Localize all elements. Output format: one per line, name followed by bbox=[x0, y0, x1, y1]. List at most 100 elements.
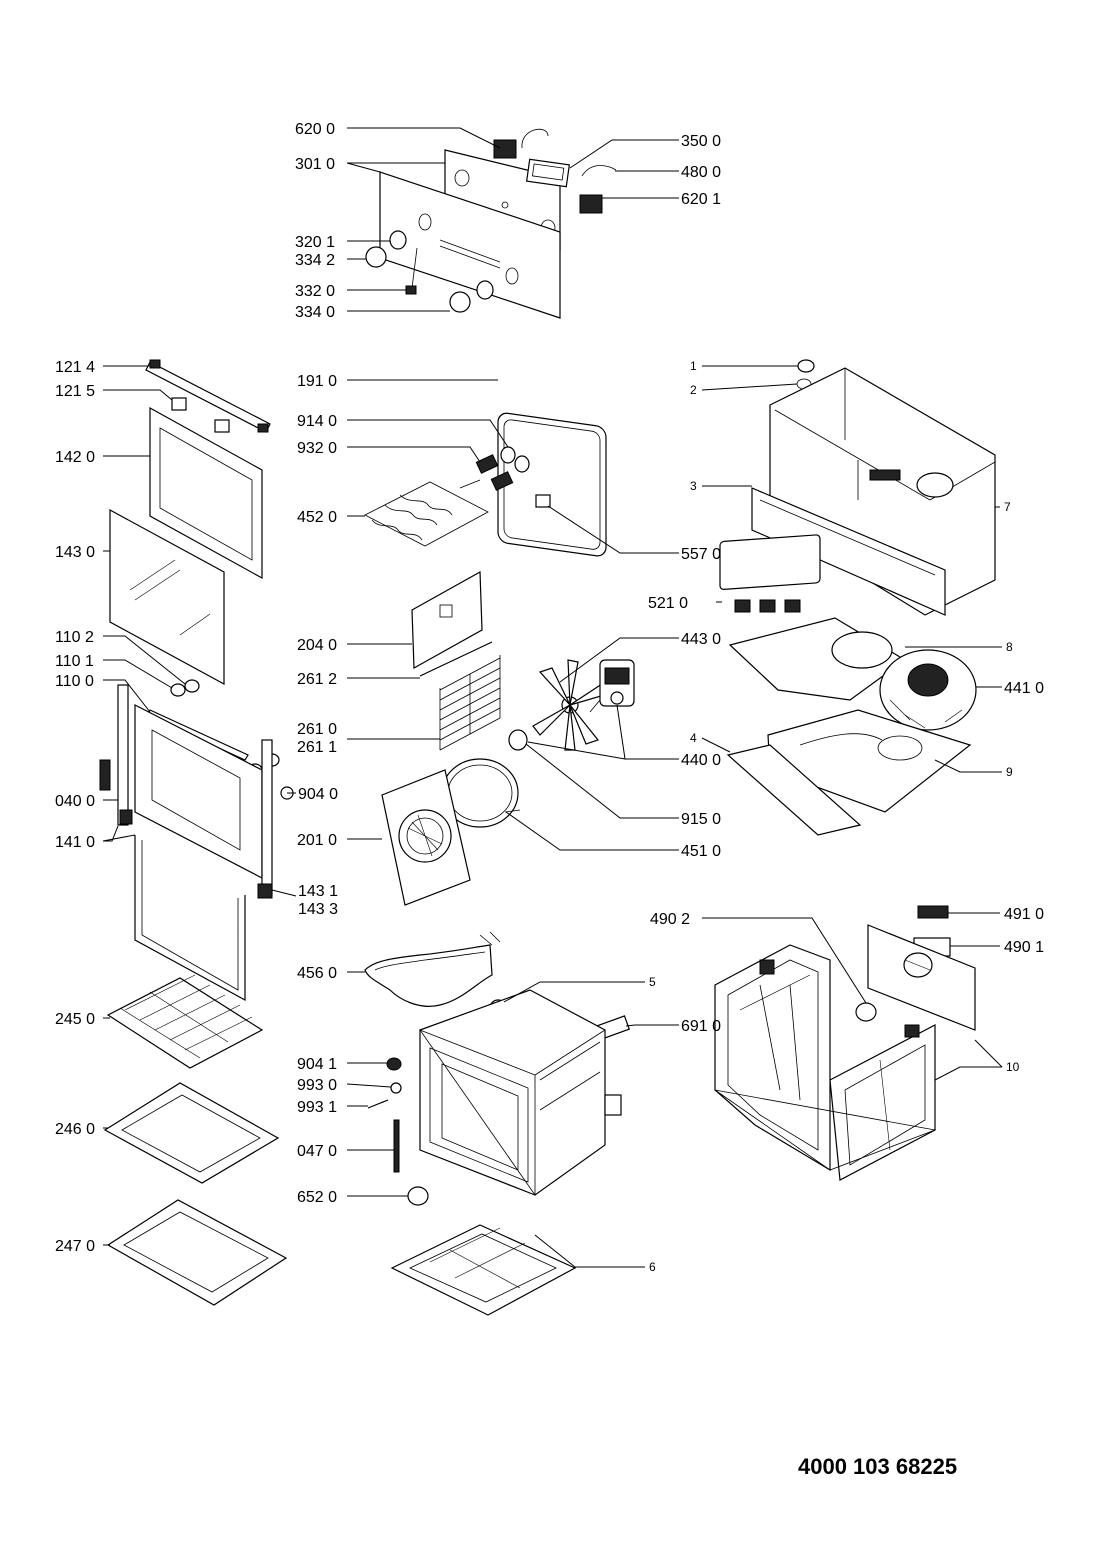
label-6: 6 bbox=[649, 1260, 656, 1274]
spring-932 bbox=[475, 454, 499, 474]
door-glass-middle bbox=[109, 508, 225, 686]
leader-lines bbox=[102, 127, 1003, 1268]
label-914-0: 914 0 bbox=[297, 413, 337, 430]
label-334-2: 334 2 bbox=[295, 252, 335, 269]
label-245-0: 245 0 bbox=[55, 1011, 95, 1028]
label-440-0: 440 0 bbox=[681, 752, 721, 769]
label-334-0: 334 0 bbox=[295, 304, 335, 321]
label-993-1: 993 1 bbox=[297, 1099, 337, 1116]
screw-993-1 bbox=[367, 1099, 389, 1109]
door-seal bbox=[134, 835, 246, 1002]
knob-320-1 bbox=[389, 230, 407, 250]
deep-tray bbox=[106, 1199, 288, 1306]
lower-heating-element bbox=[364, 944, 493, 1007]
oven-cavity bbox=[418, 989, 622, 1197]
baking-tray bbox=[103, 1082, 280, 1184]
control-board-521 bbox=[719, 534, 821, 590]
label-261-1: 261 1 bbox=[297, 739, 337, 756]
cavity-gasket bbox=[497, 412, 607, 557]
terminal-490-2 bbox=[855, 1002, 877, 1022]
label-480-0: 480 0 bbox=[681, 164, 721, 181]
label-332-0: 332 0 bbox=[295, 283, 335, 300]
hinge-right bbox=[261, 739, 273, 896]
fuse-652 bbox=[407, 1186, 429, 1206]
cavity-parts-group bbox=[364, 412, 635, 1316]
label-443-0: 443 0 bbox=[681, 631, 721, 648]
label-456-0: 456 0 bbox=[297, 965, 337, 982]
label-261-2: 261 2 bbox=[297, 671, 337, 688]
label-047-0: 047 0 bbox=[297, 1143, 337, 1160]
bumper-110-2 bbox=[184, 679, 200, 693]
label-993-0: 993 0 bbox=[297, 1077, 337, 1094]
label-191-0: 191 0 bbox=[297, 373, 337, 390]
label-904-1: 904 1 bbox=[297, 1056, 337, 1073]
selector-switch-left bbox=[493, 139, 517, 159]
label-121-4: 121 4 bbox=[55, 359, 95, 376]
label-121-5: 121 5 bbox=[55, 383, 95, 400]
label-441-0: 441 0 bbox=[1004, 680, 1044, 697]
document-number: 4000 103 68225 bbox=[798, 1454, 957, 1479]
label-350-0: 350 0 bbox=[681, 133, 721, 150]
label-143-1: 143 1 bbox=[298, 883, 338, 900]
grommet-1 bbox=[797, 359, 815, 373]
shelf-runners bbox=[439, 655, 501, 751]
label-521-0: 521 0 bbox=[648, 595, 688, 612]
label-620-0: 620 0 bbox=[295, 121, 335, 138]
screw-904-1 bbox=[386, 1057, 402, 1071]
oven-base bbox=[390, 1224, 577, 1316]
door-clip-left bbox=[171, 397, 187, 411]
label-110-0: 110 0 bbox=[55, 673, 94, 690]
label-201-0: 201 0 bbox=[297, 832, 337, 849]
label-10: 10 bbox=[1006, 1060, 1020, 1074]
label-904-0: 904 0 bbox=[298, 786, 338, 803]
door-clip-right bbox=[214, 419, 230, 433]
housing-group bbox=[714, 359, 996, 1181]
label-932-0: 932 0 bbox=[297, 440, 337, 457]
door-glass-inner bbox=[149, 406, 263, 580]
label-143-3: 143 3 bbox=[298, 901, 338, 918]
label-040-0: 040 0 bbox=[55, 793, 95, 810]
label-557-0: 557 0 bbox=[681, 546, 721, 563]
label-691-0: 691 0 bbox=[681, 1018, 721, 1035]
knob-rear bbox=[476, 280, 494, 300]
label-5: 5 bbox=[649, 975, 656, 989]
label-110-1: 110 1 bbox=[55, 653, 94, 670]
label-451-0: 451 0 bbox=[681, 843, 721, 860]
label-490-2: 490 2 bbox=[650, 911, 690, 928]
label-301-0: 301 0 bbox=[295, 156, 335, 173]
rear-panel bbox=[867, 924, 976, 1031]
door-group bbox=[99, 359, 294, 1306]
terminal-491 bbox=[917, 905, 949, 919]
label-7: 7 bbox=[1004, 500, 1011, 514]
label-452-0: 452 0 bbox=[297, 509, 337, 526]
hinge-left-040 bbox=[117, 684, 129, 826]
selector-switch-right bbox=[579, 194, 603, 214]
label-246-0: 246 0 bbox=[55, 1121, 95, 1138]
screw-993-0 bbox=[390, 1082, 402, 1094]
wire-rack bbox=[106, 977, 264, 1069]
bracket-3 bbox=[751, 487, 946, 616]
strip-4 bbox=[726, 744, 862, 836]
nut-914 bbox=[500, 446, 516, 464]
label-8: 8 bbox=[1006, 640, 1013, 654]
spacer-915 bbox=[508, 729, 528, 751]
bumper-110-1 bbox=[170, 683, 186, 697]
label-652-0: 652 0 bbox=[297, 1189, 337, 1206]
hinge-bracket-047 bbox=[393, 1119, 400, 1173]
label-1: 1 bbox=[690, 359, 697, 373]
control-panel-fascia bbox=[379, 171, 561, 319]
grill-element bbox=[364, 481, 489, 547]
part-labels: 620 0 301 0 320 1 334 2 332 0 334 0 350 … bbox=[55, 121, 1044, 1274]
label-620-1: 620 1 bbox=[681, 191, 721, 208]
knob-334-2 bbox=[365, 246, 387, 268]
control-panel-group bbox=[365, 128, 617, 319]
rear-panel-204 bbox=[411, 570, 483, 670]
fan-motor bbox=[589, 659, 635, 713]
label-491-0: 491 0 bbox=[1004, 906, 1044, 923]
sensor-332 bbox=[405, 285, 417, 295]
fan-blade bbox=[532, 659, 609, 751]
label-490-1: 490 1 bbox=[1004, 939, 1044, 956]
label-915-0: 915 0 bbox=[681, 811, 721, 828]
label-261-0: 261 0 bbox=[297, 721, 337, 738]
label-143-0: 143 0 bbox=[55, 544, 95, 561]
